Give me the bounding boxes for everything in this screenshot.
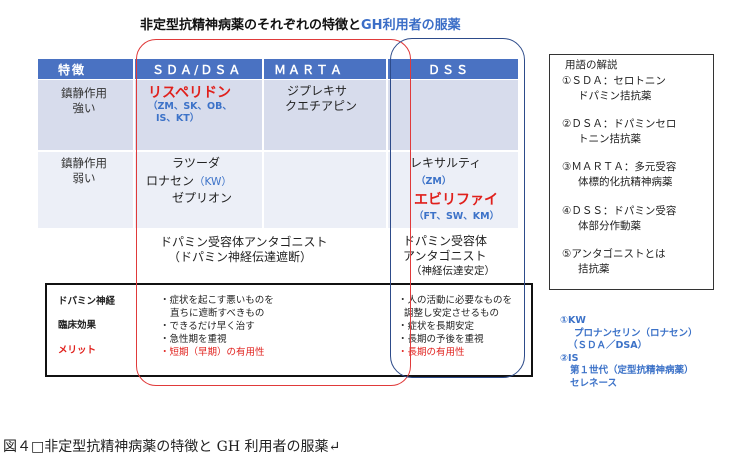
header-dss: ＤＳＳ — [428, 63, 471, 77]
figure-caption: 図４□非定型抗精神病薬の特徴と GH 利用者の服薬↵ — [3, 439, 341, 455]
row-label-weak: 鎮静作用弱い — [61, 156, 107, 185]
row-label-strong: 鎮静作用強い — [61, 86, 107, 115]
header-feature: 特徴 — [58, 63, 87, 77]
risperidone-users: （ZM、SK、OB、IS、KT） — [148, 101, 232, 124]
abilify-users: （FT、SW、KM） — [414, 211, 500, 222]
glossary-item: ④ＤＳＳ：ドパミン受容体部分作動薬 — [562, 205, 677, 232]
glossary-title: 用語の解説 — [565, 59, 618, 71]
drug-risperidone: リスペリドン — [148, 85, 232, 101]
glossary-box — [549, 54, 714, 290]
header-cell-dss — [388, 59, 518, 79]
glossary-item: ①ＳＤＡ：セロトニンドパミン拮抗薬 — [562, 75, 666, 102]
rexulti-users: （ZM） — [416, 176, 452, 187]
label-dopamine-nerve: ドパミン神経 — [58, 296, 116, 307]
header-cell-marta — [264, 59, 386, 79]
glossary-item: ⑤アンタゴニストとは拮抗薬 — [562, 248, 666, 275]
figure-title: 非定型抗精神病薬のそれぞれの特徴とGH利用者の服薬 — [140, 14, 461, 33]
mechanism-dss: ドパミン受容体アンタゴニスト（神経伝達安定） — [403, 234, 495, 277]
row-strong-band — [38, 80, 518, 150]
header-marta: ＭＡＲＴＡ — [274, 63, 345, 77]
drug-xeplion: ゼプリオン — [172, 191, 233, 205]
header-cell-sda — [135, 59, 262, 79]
drug-rexulti: レキサルティ — [410, 156, 482, 170]
effect-sda: ・症状を起こす悪いものを 直ちに遮断すべきもの ・できるだけ早く治す ・急性期を… — [160, 295, 274, 358]
drug-abilify: エビリファイ — [414, 192, 498, 208]
mechanism-sda-marta: ドパミン受容体アンタゴニスト（ドパミン神経伝達遮断） — [160, 235, 328, 264]
marta-drugs: ジプレキサクエチアピン — [285, 84, 358, 113]
drug-lonasen: ロナセン（KW） — [146, 174, 232, 188]
effect-dss: ・人の活動に必要なものを 調整し安定させるもの ・症状を長期安定 ・長期の予後を… — [398, 295, 513, 358]
drug-latuda: ラツーダ — [172, 156, 221, 170]
col-divider — [386, 80, 388, 228]
header-cell-feature — [38, 59, 133, 79]
clinical-effect-box — [45, 283, 533, 377]
col-divider — [262, 80, 264, 228]
header-sda-dsa: ＳＤＡ/ＤＳＡ — [152, 63, 243, 77]
title-main: 非定型抗精神病薬のそれぞれの特徴と — [140, 18, 362, 33]
title-highlight: GH利用者の服薬 — [361, 18, 461, 33]
label-merit: メリット — [58, 345, 97, 356]
row-weak-band — [38, 152, 518, 228]
label-clinical-effect: 臨床効果 — [58, 320, 97, 331]
glossary-item: ②ＤＳＡ：ドパミンセロトニン拮抗薬 — [562, 118, 677, 145]
col-divider — [133, 80, 135, 228]
glossary-item: ③ＭＡＲＴＡ：多元受容体標的化抗精神病薬 — [562, 161, 677, 188]
dss-outline — [390, 38, 525, 378]
side-notes: ①KW プロナンセリン（ロナセン） （ＳＤＡ／DSA） ②IS 第１世代（定型抗… — [560, 315, 698, 389]
sda-marta-outline — [136, 39, 411, 386]
